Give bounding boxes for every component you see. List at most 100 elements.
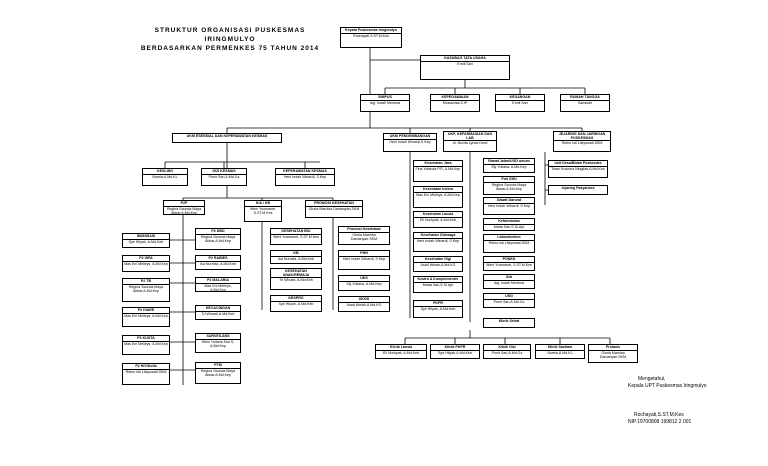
box-klinik-sehat: Klinik Sehat	[483, 318, 535, 328]
box-title: P2 MALARIA	[196, 278, 240, 284]
box-person: Sly Yuliana, A.Md.Kep	[346, 282, 382, 286]
box-person: drg. Indah Mentora	[493, 281, 525, 285]
box-title: P2 KUSTA	[123, 336, 169, 342]
box-title: PONED	[484, 257, 534, 263]
box-title: P2 ISPA	[123, 256, 169, 262]
box-person: Retno Isti Listyowati,SKM	[488, 241, 530, 245]
box-person: Mas Eni Melleys, A.Md.Kep	[416, 193, 460, 197]
box-promosi-kes: Promosi Kesehatan Gloria Marnisa Damanya…	[338, 226, 390, 245]
box-title: Unit Desa/Bidan Poskesdes	[549, 161, 607, 167]
box-ptm: PTM Regina Scunda Maya Akbar,A.Md.Kep	[195, 362, 241, 384]
box-p2-hiv: P2 HIV/Dolla Retno Isti Listyowati,SKM	[122, 363, 170, 385]
box-title: JEJARING DAN JARINGAN PUSKESMAS	[554, 132, 610, 142]
box-kepegawaian: KEPEGAWAIAN Khasanisa,S.IP	[430, 94, 480, 112]
box-title: UKM ESENSIAL DAN KEPERAWATAN KESMAS	[186, 134, 268, 138]
box-title: PTM	[196, 363, 240, 369]
box-title: SURVEILANS	[196, 334, 240, 340]
box-kestrad: Kestra & Komplementer Marta Sari,S.Si.Ap…	[413, 276, 463, 293]
box-title: UKS	[339, 276, 389, 282]
box-p2-ispa: P2 ISPA Mas Eni Melleys, A.Md.Kep	[122, 255, 170, 272]
chart-title-line2: BERDASARKAN PERMENKES 75 TAHUN 2014	[140, 45, 320, 52]
box-person: Regina Scunda Maya Akbar,A.Md.Kep	[166, 207, 202, 215]
box-title: IMUNISASI	[123, 234, 169, 240]
box-kespro: KESPRO Sye Hilyah, A.Md.Keb	[270, 295, 322, 312]
box-kes-jiwa: Kesehatan Jiwa Fina Yolanda P.R, A.Md.Ke…	[413, 160, 463, 182]
box-person: Asad Welah,A.Md.KG	[420, 263, 456, 267]
box-person: Eli Nurhyati, A.Md.Keb	[420, 218, 456, 222]
box-person: Ponir Sari,A.Md.Gz	[208, 175, 240, 179]
signature-role: Kepala UPT Puskesmas Iringmulyo	[628, 383, 707, 389]
box-person: Tri Winarti,A.Md.Keb	[201, 312, 235, 316]
box-poli-gigi: Poli GIGI Regina Scunda Maya Akbar,A.Md.…	[483, 176, 535, 195]
box-person: Weni Yusmanet, S.ST.M.Kes	[486, 263, 532, 267]
box-person: Regina Scunda Maya Akbar,A.Md.Kep	[491, 183, 527, 192]
box-title: Gawat Darurat	[484, 198, 534, 204]
box-title: PHN	[339, 251, 389, 257]
box-uks: UKS Sly Yuliana, A.Md.Kep	[338, 275, 390, 291]
box-title: Klinik Sehat	[498, 319, 520, 323]
box-title: Rawat Jalan/UGD umum	[484, 159, 534, 165]
box-person: drg. Indah Mentora	[369, 101, 401, 105]
box-title: Gizi	[484, 275, 534, 281]
box-title: Klinik PKPR	[431, 345, 479, 351]
box-person: Rochayati,S.ST.M.Kes	[353, 34, 389, 38]
box-title: UKP, KEFARMASIAN DAN LAB	[444, 132, 496, 142]
chart-title: STRUKTUR ORGANISASI PUSKESMAS IRINGMULYO…	[130, 26, 330, 53]
box-keperawatan-kesmas: KEPERAWATAN KESMAS Heni Indah Winardi, S…	[275, 168, 335, 186]
box-person: Gloria Marnisa Damanyan,SKM	[599, 351, 627, 360]
box-p2p: P2P Regina Scunda Maya Akbar,A.Md.Kep	[163, 200, 205, 215]
box-klinik-pkpr: Klinik PKPR Sye Hilyah,A.Md.Keb	[430, 344, 480, 359]
box-title: UKM PENGEMBANGAN	[384, 134, 436, 140]
box-kes-lansia: Kesehatan Lansia Eli Nurhyati, A.Md.Keb	[413, 211, 463, 228]
box-p2-diare: P2 DIARE Mas Eni Melleys, A.Md.Kep	[122, 307, 170, 327]
box-title: KECACINGAN	[196, 306, 240, 312]
box-title: USG	[484, 294, 534, 300]
box-gizi-kesmas: GIZI KESMAS Ponir Sari,A.Md.Gz	[201, 168, 247, 186]
box-tata-usaha: KASUBAG TATA USAHA Ernili Sari	[420, 55, 510, 80]
box-person: Nurela,A.Md.KL	[152, 175, 178, 179]
box-person: Regina Scunda Maya Akbar,A.Md.Kep	[128, 285, 164, 294]
box-person: dr. Novita Lynda Dewi	[452, 141, 488, 146]
box-title: Promosi Kesehatan	[339, 227, 389, 233]
box-persalinan: PONED Weni Yusmanet, S.ST.M.Kes	[483, 256, 535, 271]
box-person: Mas Eni Melleys, A.Md.Kep	[124, 262, 168, 266]
box-klinik-sanitasi: Klinik Sanitasi Nurela,A.Md.KL	[535, 344, 585, 359]
box-person: Eli Nurhyati, A.Md.Keb	[383, 351, 419, 355]
box-person: Mas Eni Melleys, A.Md.Kep	[204, 284, 232, 292]
box-kes-olahraga: Kesehatan Olahraga Heni Indah Winardi, S…	[413, 232, 463, 252]
box-person: Gloria Marnisa Damanyan,SKM	[308, 207, 360, 211]
box-rumah-tangga: RUMAH TANGGA Sanasde	[560, 94, 610, 112]
box-person: Ika Nurmila, A.Md.Keb	[278, 257, 314, 261]
box-person: Mas Eni Melleys, A.Md.Kep	[124, 314, 168, 318]
box-person: Ernili Sari	[457, 62, 473, 66]
box-gawat-darurat: Gawat Darurat Heni Indah Winardi, S.Kep	[483, 197, 535, 215]
box-phn: PHN Heni Indah Winardi, S.Kep	[338, 250, 390, 270]
box-person: Heni Indah Winardi, S.Kep	[342, 257, 386, 261]
box-title: KIA / KB	[245, 201, 281, 207]
box-ukm-esensial: UKM ESENSIAL DAN KEPERAWATAN KESMAS	[172, 133, 282, 143]
box-person: Ponir Sari,A.Md.Gz	[493, 300, 525, 304]
box-ukgs: UKGS Asad Welah,A.Md.KG	[338, 296, 390, 312]
box-person: Triani Kusuma Ningtias,A.Md.Keb	[551, 167, 605, 171]
box-title: Kestra & Komplementer	[414, 277, 462, 283]
box-title: KEPERAWATAN KESMAS	[276, 169, 334, 175]
box-kepala: Kepala Puskesmas Iringmulyo Rochayati,S.…	[340, 27, 402, 48]
box-person: Ernili Sari	[512, 101, 528, 105]
box-kb: KB Ika Nurmila, A.Md.Keb	[270, 250, 322, 264]
box-prolanis: Prolanis Gloria Marnisa Damanyan,SKM	[588, 344, 638, 363]
box-title: Klinik Sanitasi	[536, 345, 584, 351]
box-kesling: KESLING Nurela,A.Md.KL	[142, 168, 188, 186]
box-person: Regina Scunda Maya Akbar,A.Md.Kep	[200, 369, 236, 378]
box-title: Laboratorium	[484, 235, 534, 241]
box-person: Weni Yusmanet, S.ST.M.Kes	[273, 235, 319, 239]
box-kesehatan-ibu: KESEHATAN IBU Weni Yusmanet, S.ST.M.Kes	[270, 228, 322, 245]
box-klinik-lansia: Klinik Lansia Eli Nurhyati, A.Md.Keb	[375, 344, 427, 359]
box-person: Marta Sari,S.Si.Apt	[422, 283, 454, 287]
box-person: Heni Indah Winardi, S.Kep	[487, 204, 531, 208]
box-title: KESEHATAN ANAK/REMAJA	[271, 269, 321, 279]
box-person: Nurela,A.Md.KL	[547, 351, 573, 355]
box-ukp: UKP, KEFARMASIAN DAN LAB dr. Novita Lynd…	[443, 131, 497, 152]
box-person: Sye Hilyah, A.Md.Keb	[420, 307, 456, 311]
signature-name: Rochayati,S.ST.M.Kes	[634, 412, 684, 418]
